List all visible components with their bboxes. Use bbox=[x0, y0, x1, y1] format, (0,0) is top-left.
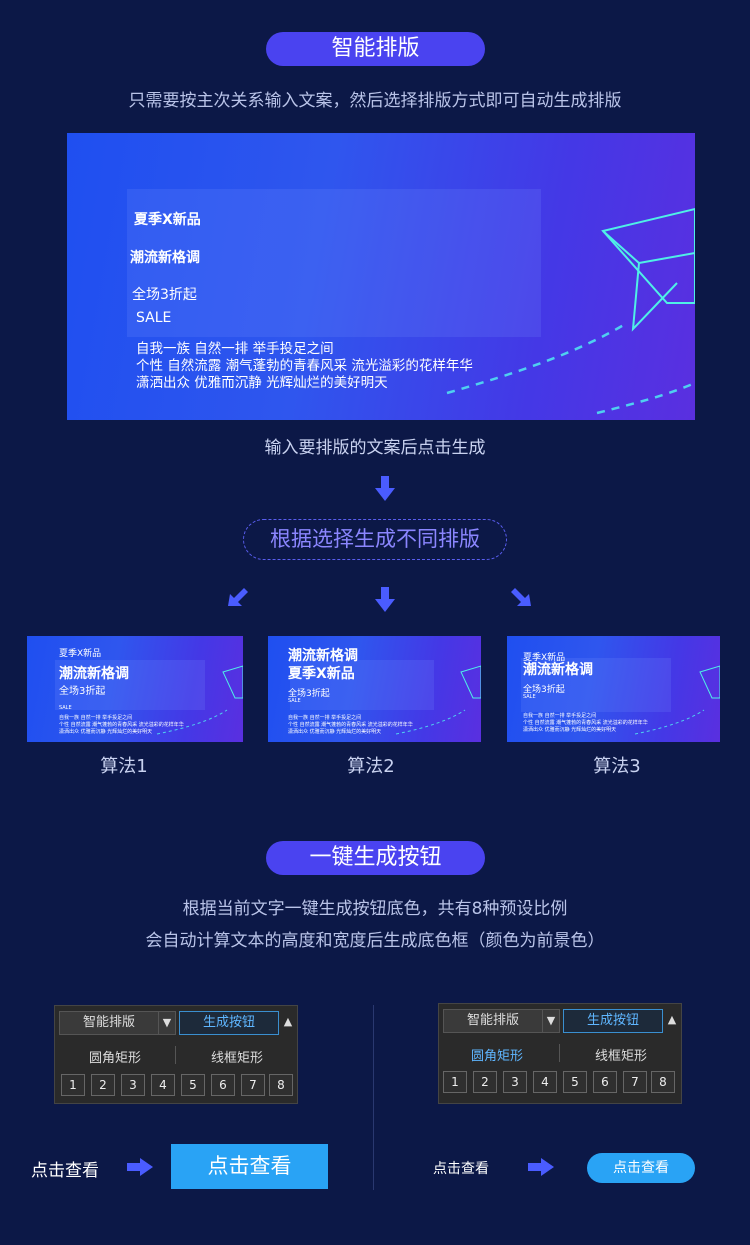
thumb-line-6: 个性 自然流露 潮气蓬勃的青春风采 流光溢彩的花样年华 bbox=[523, 720, 648, 726]
thumb-line-2: 潮流新格调 bbox=[523, 662, 593, 678]
button-gen-panel-left: 智能排版 ▼ 生成按钮 ▲ 圆角矩形 线框矩形 1 2 3 4 5 6 7 8 bbox=[54, 1005, 298, 1104]
ratio-button-8[interactable]: 8 bbox=[651, 1071, 675, 1093]
arrow-down-icon bbox=[375, 476, 395, 501]
arrow-right-icon bbox=[127, 1158, 153, 1176]
thumb-line-1: 潮流新格调 bbox=[288, 648, 358, 664]
ratio-button-5[interactable]: 5 bbox=[181, 1074, 205, 1096]
section-title-smart-layout: 智能排版 bbox=[266, 32, 485, 66]
thumb-line-1: 夏季X新品 bbox=[523, 653, 566, 663]
ratio-button-3[interactable]: 3 bbox=[121, 1074, 145, 1096]
thumb-line-6: 个性 自然流露 潮气蓬勃的青春风采 流光溢彩的花样年华 bbox=[59, 722, 184, 728]
thumb-panel bbox=[521, 658, 671, 712]
section-divider bbox=[373, 1005, 374, 1190]
generated-rounded-button[interactable]: 点击查看 bbox=[587, 1153, 695, 1183]
thumb-line-4: SALE bbox=[59, 705, 72, 711]
banner-line-4: SALE bbox=[136, 310, 172, 326]
ratio-button-4[interactable]: 4 bbox=[533, 1071, 557, 1093]
thumb-line-1: 夏季X新品 bbox=[59, 649, 102, 659]
button-gen-desc-2: 会自动计算文本的高度和宽度后生成底色框（颜色为前景色） bbox=[145, 931, 605, 951]
thumb-line-7: 潇洒出众 优雅而沉静 光辉灿烂的美好明天 bbox=[523, 727, 617, 733]
ratio-button-6[interactable]: 6 bbox=[211, 1074, 235, 1096]
arrow-down-right-icon bbox=[511, 588, 531, 606]
generated-rect-button[interactable]: 点击查看 bbox=[171, 1144, 328, 1189]
select-dropdown-icon[interactable]: ▼ bbox=[158, 1011, 176, 1035]
ratio-button-2[interactable]: 2 bbox=[91, 1074, 115, 1096]
thumb-line-4: SALE bbox=[523, 694, 536, 700]
collapse-up-icon[interactable]: ▲ bbox=[279, 1011, 297, 1035]
option-outline-rect[interactable]: 线框矩形 bbox=[210, 1051, 263, 1066]
ratio-button-7[interactable]: 7 bbox=[241, 1074, 265, 1096]
thumb-line-3: 全场3折起 bbox=[59, 686, 106, 697]
paper-plane-icon bbox=[446, 207, 695, 415]
option-outline-rect[interactable]: 线框矩形 bbox=[594, 1049, 647, 1064]
ratio-button-7[interactable]: 7 bbox=[623, 1071, 647, 1093]
thumb-line-2: 潮流新格调 bbox=[59, 666, 129, 682]
banner-caption: 输入要排版的文案后点击生成 bbox=[264, 438, 486, 458]
select-dropdown-icon[interactable]: ▼ bbox=[542, 1009, 560, 1033]
ratio-button-8[interactable]: 8 bbox=[269, 1074, 293, 1096]
banner-line-2: 潮流新格调 bbox=[130, 250, 200, 266]
algorithm-1-preview[interactable]: 夏季X新品 潮流新格调 全场3折起 SALE 自我一族 自然一排 举手投足之间 … bbox=[27, 636, 243, 742]
ratio-button-1[interactable]: 1 bbox=[443, 1071, 467, 1093]
button-gen-panel-right: 智能排版 ▼ 生成按钮 ▲ 圆角矩形 线框矩形 1 2 3 4 5 6 7 8 bbox=[438, 1003, 682, 1104]
paper-plane-icon bbox=[395, 665, 481, 735]
banner-line-7: 潇洒出众 优雅而沉静 光辉灿烂的美好明天 bbox=[136, 375, 388, 391]
option-divider bbox=[175, 1046, 176, 1064]
click-view-label-right: 点击查看 bbox=[433, 1161, 489, 1177]
button-gen-desc-1: 根据当前文字一键生成按钮底色，共有8种预设比例 bbox=[182, 899, 568, 919]
banner-line-1: 夏季X新品 bbox=[134, 212, 201, 228]
choose-layout-label: 根据选择生成不同排版 bbox=[243, 519, 507, 560]
paper-plane-icon bbox=[634, 665, 720, 735]
section-title-button-gen: 一键生成按钮 bbox=[266, 841, 485, 875]
layout-select[interactable]: 智能排版 bbox=[59, 1011, 159, 1035]
algorithm-3-label: 算法3 bbox=[593, 756, 641, 777]
algorithm-2-preview[interactable]: 潮流新格调 夏季X新品 全场3折起 SALE 自我一族 自然一排 举手投足之间 … bbox=[268, 636, 481, 742]
thumb-line-4: SALE bbox=[288, 698, 301, 704]
layout-select[interactable]: 智能排版 bbox=[443, 1009, 543, 1033]
option-rounded-rect[interactable]: 圆角矩形 bbox=[470, 1049, 523, 1064]
ratio-button-6[interactable]: 6 bbox=[593, 1071, 617, 1093]
thumb-panel bbox=[290, 660, 434, 710]
ratio-button-3[interactable]: 3 bbox=[503, 1071, 527, 1093]
paper-plane-icon bbox=[156, 665, 243, 735]
ratio-button-5[interactable]: 5 bbox=[563, 1071, 587, 1093]
option-divider bbox=[559, 1044, 560, 1062]
thumb-panel bbox=[55, 660, 205, 710]
algorithm-3-preview[interactable]: 夏季X新品 潮流新格调 全场3折起 SALE 自我一族 自然一排 举手投足之间 … bbox=[507, 636, 720, 742]
thumb-line-5: 自我一族 自然一排 举手投足之间 bbox=[288, 715, 362, 721]
thumb-line-5: 自我一族 自然一排 举手投足之间 bbox=[523, 713, 597, 719]
generate-button[interactable]: 生成按钮 bbox=[563, 1009, 663, 1033]
thumb-line-3: 全场3折起 bbox=[523, 685, 565, 695]
sample-banner: 夏季X新品 潮流新格调 全场3折起 SALE 自我一族 自然一排 举手投足之间 … bbox=[67, 133, 695, 420]
algorithm-2-label: 算法2 bbox=[347, 756, 395, 777]
smart-layout-subtitle: 只需要按主次关系输入文案，然后选择排版方式即可自动生成排版 bbox=[128, 91, 622, 111]
click-view-label-left: 点击查看 bbox=[31, 1161, 99, 1181]
thumb-line-3: 全场3折起 bbox=[288, 689, 330, 699]
thumb-line-7: 潇洒出众 优雅而沉静 光辉灿烂的美好明天 bbox=[59, 729, 153, 735]
banner-line-5: 自我一族 自然一排 举手投足之间 bbox=[136, 341, 334, 357]
algorithm-1-label: 算法1 bbox=[100, 756, 148, 777]
generate-button[interactable]: 生成按钮 bbox=[179, 1011, 279, 1035]
option-rounded-rect[interactable]: 圆角矩形 bbox=[88, 1051, 141, 1066]
banner-text-panel bbox=[127, 189, 541, 337]
arrow-down-left-icon bbox=[228, 588, 248, 606]
collapse-up-icon[interactable]: ▲ bbox=[663, 1009, 681, 1033]
arrow-down-icon bbox=[375, 587, 395, 612]
thumb-line-5: 自我一族 自然一排 举手投足之间 bbox=[59, 715, 133, 721]
ratio-button-2[interactable]: 2 bbox=[473, 1071, 497, 1093]
thumb-line-2: 夏季X新品 bbox=[288, 666, 355, 682]
ratio-button-1[interactable]: 1 bbox=[61, 1074, 85, 1096]
banner-line-6: 个性 自然流露 潮气蓬勃的青春风采 流光溢彩的花样年华 bbox=[136, 358, 473, 374]
banner-line-3: 全场3折起 bbox=[132, 287, 197, 303]
ratio-button-4[interactable]: 4 bbox=[151, 1074, 175, 1096]
arrow-right-icon bbox=[528, 1158, 554, 1176]
thumb-line-7: 潇洒出众 优雅而沉静 光辉灿烂的美好明天 bbox=[288, 729, 382, 735]
thumb-line-6: 个性 自然流露 潮气蓬勃的青春风采 流光溢彩的花样年华 bbox=[288, 722, 413, 728]
